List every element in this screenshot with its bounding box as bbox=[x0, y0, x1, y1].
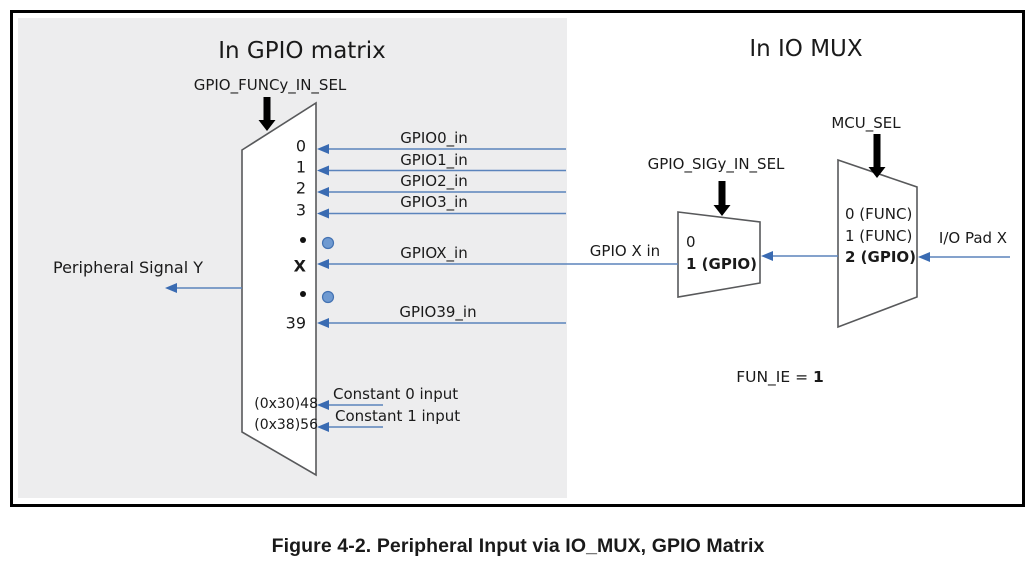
io-mux-title: In IO MUX bbox=[749, 36, 863, 62]
iomux-port-0: 0 (FUNC) bbox=[845, 205, 913, 223]
mux-port-48: (0x30)48 bbox=[254, 396, 318, 412]
peripheral-signal-label: Peripheral Signal Y bbox=[53, 258, 204, 277]
constant1-label: Constant 1 input bbox=[335, 407, 461, 425]
mux-port-x: X bbox=[293, 256, 306, 276]
sigmux-port-0: 0 bbox=[686, 233, 696, 251]
io-pad-x-label: I/O Pad X bbox=[938, 229, 1008, 247]
mux-port-1: 1 bbox=[295, 157, 306, 177]
figure-caption-title: Peripheral Input via IO_MUX, GPIO Matrix bbox=[376, 535, 765, 557]
figure-caption: Figure 4-2. Peripheral Input via IO_MUX,… bbox=[272, 535, 765, 558]
mux-port-2: 2 bbox=[295, 178, 306, 198]
fun-ie-label: FUN_IE = bbox=[736, 368, 814, 386]
mux-port-0: 0 bbox=[295, 136, 306, 156]
gpio0-in-label: GPIO0_in bbox=[400, 129, 468, 147]
sigy-sel-label: GPIO_SIGy_IN_SEL bbox=[647, 155, 785, 173]
funcy-sel-label: GPIO_FUNCy_IN_SEL bbox=[193, 76, 347, 94]
iomux-port-1: 1 (FUNC) bbox=[845, 227, 913, 245]
gpio-matrix-title: In GPIO matrix bbox=[218, 38, 386, 64]
gpio2-in-label: GPIO2_in bbox=[400, 172, 468, 190]
gpio1-in-label: GPIO1_in bbox=[400, 151, 468, 169]
mux-port-3: 3 bbox=[295, 200, 306, 220]
fun-ie-note: FUN_IE = 1 bbox=[736, 368, 824, 386]
gpiox-in-label: GPIOX_in bbox=[400, 244, 468, 262]
mux-port-56: (0x38)56 bbox=[254, 417, 318, 433]
gpio3-in-label: GPIO3_in bbox=[400, 193, 468, 211]
sigmux-port-1: 1 (GPIO) bbox=[686, 255, 758, 273]
fun-ie-value: 1 bbox=[813, 368, 824, 386]
gpio-x-in-label: GPIO X in bbox=[589, 242, 661, 260]
gpio39-in-label: GPIO39_in bbox=[399, 303, 477, 321]
mcu-sel-label: MCU_SEL bbox=[831, 114, 901, 132]
mux-port-39: 39 bbox=[285, 313, 306, 333]
iomux-port-2: 2 (GPIO) bbox=[845, 248, 917, 266]
constant0-label: Constant 0 input bbox=[333, 385, 459, 403]
figure-caption-number: Figure 4-2. bbox=[271, 535, 372, 557]
